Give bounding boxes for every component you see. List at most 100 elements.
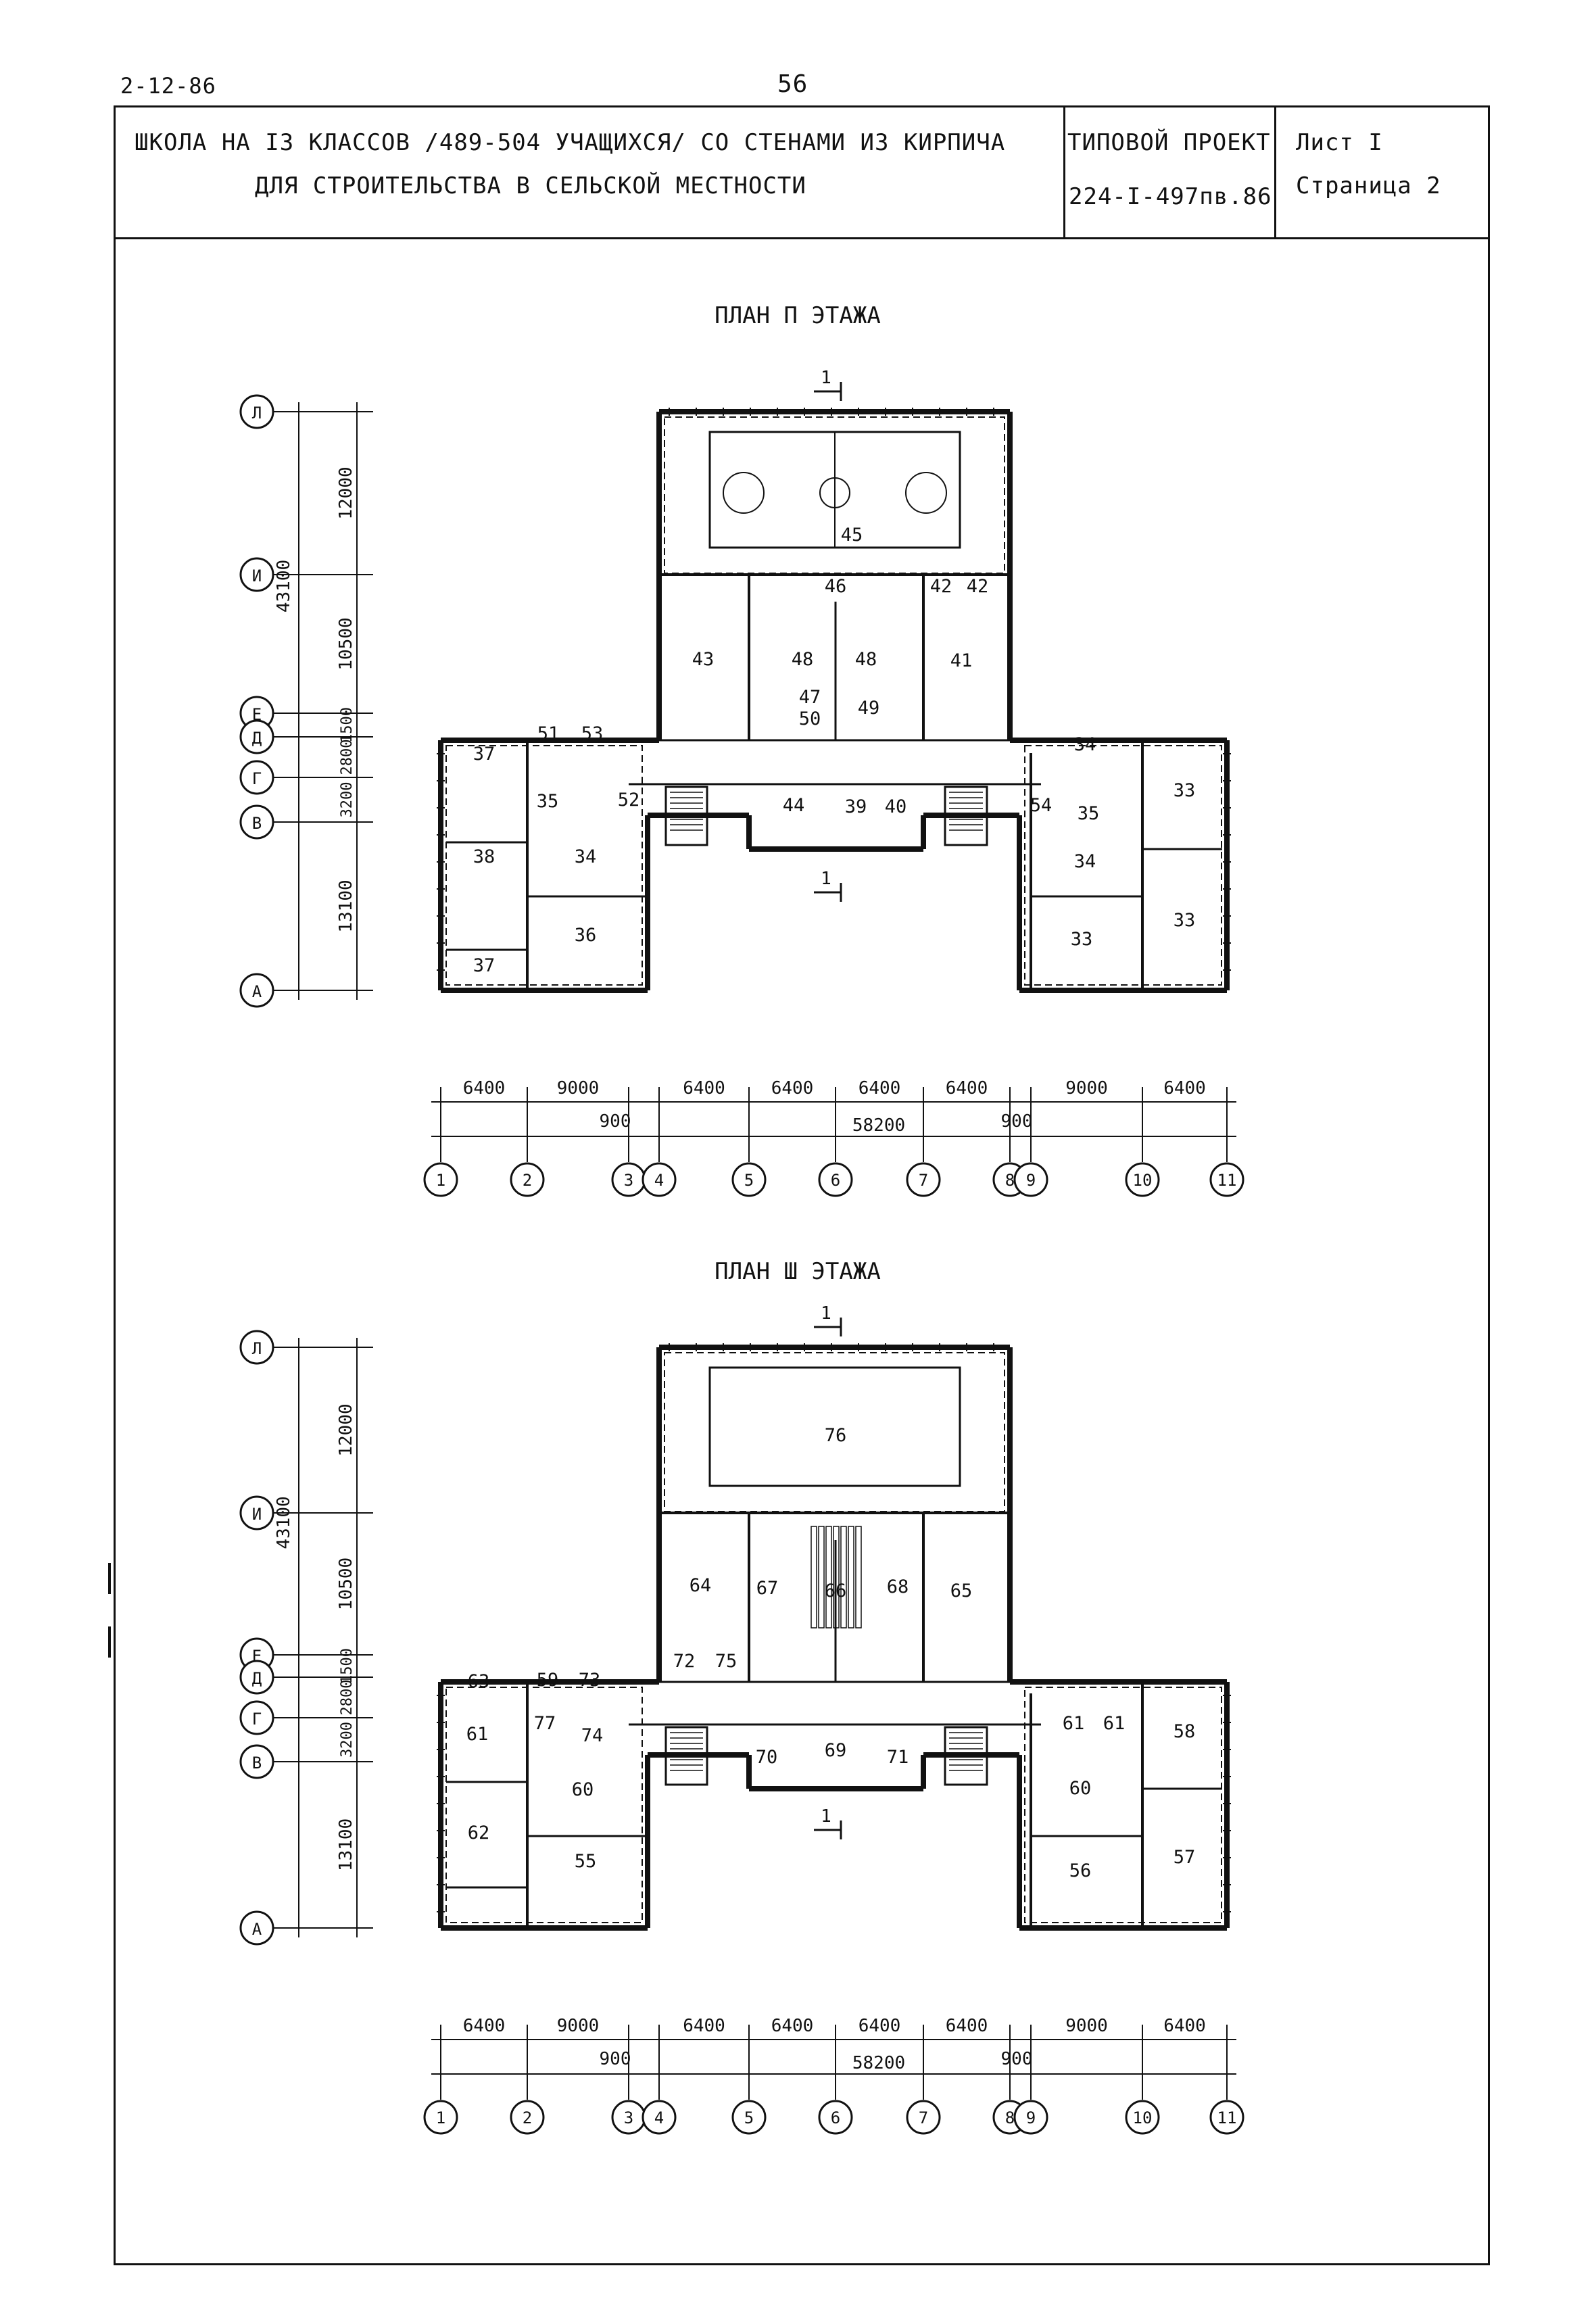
section-number: 1 [821,1806,831,1827]
room-number: 62 [468,1823,490,1843]
dim-value: 13100 [336,879,356,932]
dim-value: 6400 [463,2016,506,2036]
dim-value: 3200 [339,1722,356,1758]
axis-bubble [642,2100,677,2135]
axis-bubble [510,1162,545,1197]
room-number: 76 [825,1425,847,1446]
dim-value: 1500 [339,1648,356,1684]
axis-bubble [906,1162,941,1197]
wall-lining [445,745,643,986]
court-circle [819,477,850,508]
axis-number: 2 [523,1171,532,1190]
room-number: 74 [581,1725,604,1746]
axis-letter: Г [252,769,262,788]
axis-letter: В [252,814,262,833]
axis-bubble [731,2100,767,2135]
wall-lining [1024,1687,1222,1923]
axis-letter: Д [252,1669,262,1688]
room-number: 48 [792,649,814,670]
room-number: 39 [845,796,867,817]
room-number: 72 [673,1651,696,1672]
axis-number: 2 [523,2108,532,2127]
room-number: 40 [885,796,907,817]
dim-value: 6400 [683,2016,725,2036]
dim-value: 9000 [557,2016,600,2036]
axis-letter: А [252,982,262,1001]
doc-code: 2-12-86 [120,73,216,99]
room-number: 77 [534,1713,556,1734]
axis-number: 9 [1026,2108,1036,2127]
section-mark: 1 [814,869,842,902]
axis-number: 11 [1217,1171,1237,1190]
plan-title: ПЛАН Ш ЭТАЖА [715,1258,881,1285]
axis-number: 8 [1005,2108,1015,2127]
room-number: 61 [1103,1713,1126,1734]
seat-row [818,1526,825,1629]
dim-value: 10500 [336,1558,356,1610]
room-number: 66 [825,1581,847,1601]
dim-value: 6400 [683,1078,725,1099]
axis-letter: Е [252,705,262,724]
section-number: 1 [821,368,831,388]
dim-value: 900 [600,2049,631,2069]
axis-bubble [423,2100,458,2135]
axis-bubble [731,1162,767,1197]
section-mark: 1 [814,1303,842,1336]
axis-letter: И [252,1505,262,1524]
stair-well [944,786,988,846]
stair-well [664,786,708,846]
room-number: 54 [1030,795,1053,816]
dim-value: 6400 [946,1078,988,1099]
room-number: 63 [468,1671,490,1692]
section-number: 1 [821,1303,831,1324]
axis-number: 1 [436,2108,445,2127]
axis-number: 8 [1005,1171,1015,1190]
room-number: 33 [1071,929,1093,950]
stair [944,1726,988,1786]
seat-row [833,1526,840,1629]
axis-bubble [1125,1162,1160,1197]
section-mark: 1 [814,1806,842,1839]
dim-value: 2800 [339,740,356,775]
axis-bubble [1013,1162,1048,1197]
seat-row [825,1526,832,1629]
dim-value: 6400 [1163,2016,1206,2036]
room-number: 34 [1074,851,1096,872]
title-block: ШКОЛА НА I3 КЛАССОВ /489-504 УЧАЩИХСЯ/ С… [114,105,1490,239]
axis-number: 3 [624,1171,633,1190]
dim-total: 43100 [274,1496,294,1549]
plan-title: ПЛАН П ЭТАЖА [715,302,881,329]
title-line-1: ШКОЛА НА I3 КЛАССОВ /489-504 УЧАЩИХСЯ/ С… [135,129,1006,156]
dim-total: 58200 [852,1115,905,1136]
dim-total: 43100 [274,560,294,612]
room-number: 33 [1174,780,1196,801]
room-number: 45 [841,525,863,546]
room-number: 60 [572,1779,594,1800]
axis-number: 5 [744,1171,754,1190]
room-number: 43 [692,649,715,670]
dim-value: 6400 [463,1078,506,1099]
axis-bubble [1209,2100,1244,2135]
room-number: 71 [887,1747,909,1768]
dim-value: 9000 [557,1078,600,1099]
room-number: 46 [825,576,847,597]
room-number: 61 [466,1724,489,1745]
room-number: 59 [537,1670,559,1691]
stair [664,1726,708,1786]
wall-lining [445,1687,643,1923]
dim-value: 900 [600,1111,631,1132]
room-number: 64 [690,1575,712,1596]
title-line-2: ДЛЯ СТРОИТЕЛЬСТВА В СЕЛЬСКОЙ МЕСТНОСТИ [255,172,806,199]
axis-number: 5 [744,2108,754,2127]
dim-value: 900 [1001,2049,1033,2069]
dim-value: 3200 [339,782,356,818]
drawing-frame [114,237,1490,2265]
room-number: 42 [967,576,989,597]
room-number: 50 [799,708,821,729]
dim-value: 6400 [771,1078,814,1099]
stair [664,786,708,846]
axis-number: 9 [1026,1171,1036,1190]
project-label: ТИПОВОЙ ПРОЕКТ [1067,129,1271,156]
section-mark: 1 [814,368,842,401]
room-number: 69 [825,1740,847,1761]
